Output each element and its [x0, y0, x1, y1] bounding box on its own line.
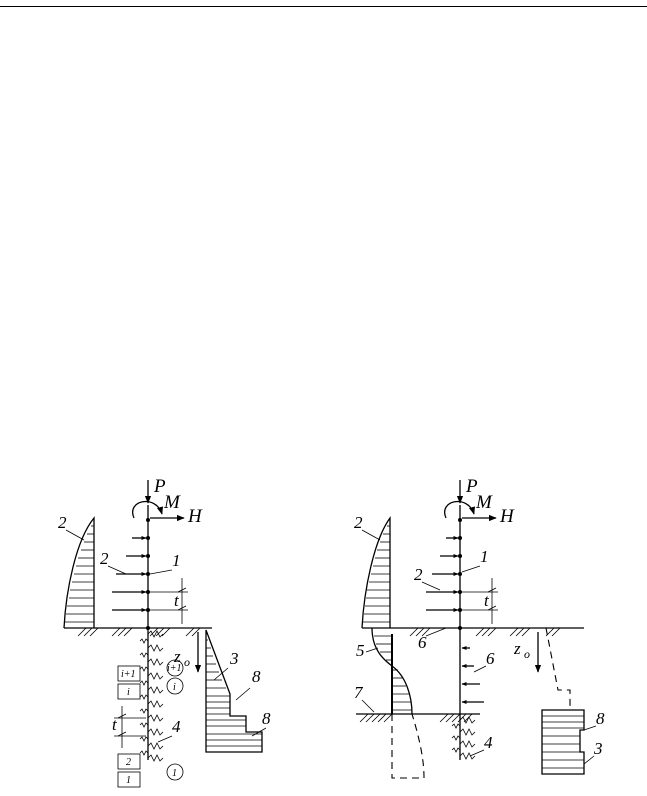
- right-callout-3: 3: [593, 739, 603, 758]
- left-spacing-t-upper: t: [174, 591, 180, 610]
- right-callout-4: 4: [484, 733, 493, 752]
- left-callout-4: 4: [172, 717, 181, 736]
- left-upper-diagram-hatch: [65, 525, 94, 623]
- right-callout-6a: 6: [418, 633, 427, 652]
- right-load-h-label: H: [499, 506, 515, 527]
- right-callout-6a-leader: [425, 627, 447, 637]
- right-callout-4-leader: [469, 749, 485, 757]
- right-pile-nodes: [458, 518, 462, 630]
- right-callout-8-leader: [583, 725, 597, 731]
- left-load-h-label: H: [187, 506, 203, 527]
- right-callout-7-leader: [361, 699, 375, 713]
- right-spring-row: [451, 716, 476, 760]
- left-spring-row: [147, 630, 164, 762]
- right-upper-diagram-hatch: [363, 525, 390, 623]
- left-box-i-plus-1: i+1: [121, 669, 136, 680]
- left-element-boxes: [117, 665, 141, 788]
- header-rule: [0, 6, 647, 7]
- left-callout-2b-leader: [107, 565, 127, 575]
- right-callout-1-leader: [461, 565, 481, 573]
- right-curve-5-hatch: [374, 635, 412, 711]
- left-lower-diagram: [205, 629, 263, 753]
- left-load-m-label: M: [163, 492, 181, 513]
- left-callout-8a-leader: [235, 687, 251, 701]
- left-callout-8b: 8: [262, 709, 271, 728]
- left-diagram: P M H t: [58, 476, 271, 788]
- left-lower-diagram-hatch: [206, 639, 262, 747]
- left-callout-1-leader: [149, 569, 173, 575]
- right-spacing-t: t: [484, 591, 490, 610]
- left-circle-1: 1: [172, 768, 177, 779]
- right-spacing-dimension: [462, 578, 498, 624]
- right-lower-diagram: [541, 709, 585, 775]
- left-box-i: i: [127, 687, 130, 698]
- right-callout-3-leader: [583, 755, 595, 765]
- left-callout-8b-leader: [251, 727, 267, 737]
- right-callout-6b-leader: [473, 665, 487, 673]
- right-load-p-label: P: [465, 476, 478, 497]
- right-load-m-label: M: [475, 492, 493, 513]
- left-moment-arrow: [132, 500, 163, 519]
- left-callout-1: 1: [172, 551, 181, 570]
- right-dashed-diagram: [391, 713, 425, 779]
- right-ground-hatch: [409, 627, 561, 637]
- left-callout-4-leader: [157, 735, 173, 743]
- right-callout-5: 5: [356, 641, 365, 660]
- left-z-subscript: o: [184, 655, 190, 669]
- left-spacing-dimension: [150, 578, 188, 624]
- right-z-subscript: o: [524, 647, 530, 661]
- right-reaction-arrows: [461, 645, 484, 705]
- left-box-1: 1: [126, 775, 131, 786]
- right-callout-2b-leader: [421, 581, 441, 591]
- left-z-label: z: [173, 647, 181, 666]
- left-box-2: 2: [126, 757, 131, 768]
- right-upper-diagram: [361, 515, 391, 629]
- left-callout-2b: 2: [100, 549, 109, 568]
- left-circle-i: i: [173, 682, 176, 693]
- right-callout-2a: 2: [354, 513, 363, 532]
- left-callout-2a: 2: [58, 513, 67, 532]
- left-circle-i-plus-1: i+1: [167, 663, 182, 674]
- right-dashed-outline: [545, 627, 571, 710]
- left-load-p-label: P: [153, 476, 166, 497]
- left-pressure-arrows: [112, 535, 147, 613]
- right-diagram: P M H: [354, 476, 605, 779]
- right-callout-2b: 2: [414, 565, 423, 584]
- left-upper-diagram: [63, 516, 95, 629]
- right-lower-diagram-hatch: [542, 715, 584, 769]
- left-callout-3-leader: [213, 667, 229, 681]
- left-spring-row-inner: [139, 638, 149, 756]
- right-callout-1: 1: [480, 547, 489, 566]
- right-callout-6b: 6: [486, 649, 495, 668]
- left-callout-8a: 8: [252, 667, 261, 686]
- left-spacing-dimension-lower: [114, 706, 146, 748]
- right-callout-2a-leader: [361, 529, 381, 541]
- left-ground-hatch: [77, 627, 201, 637]
- right-callout-8: 8: [596, 709, 605, 728]
- right-z-label: z: [513, 639, 521, 658]
- right-callout-5-leader: [365, 647, 379, 653]
- left-node-circles: [166, 659, 184, 781]
- right-layer-hatch: [359, 713, 473, 723]
- right-pressure-arrows: [426, 535, 459, 613]
- left-pile-nodes: [146, 518, 150, 630]
- left-callout-3: 3: [229, 649, 239, 668]
- left-callout-2a-leader: [65, 529, 85, 541]
- right-moment-arrow: [444, 500, 475, 519]
- left-spacing-t-lower: t: [112, 715, 118, 734]
- right-callout-7: 7: [354, 683, 364, 702]
